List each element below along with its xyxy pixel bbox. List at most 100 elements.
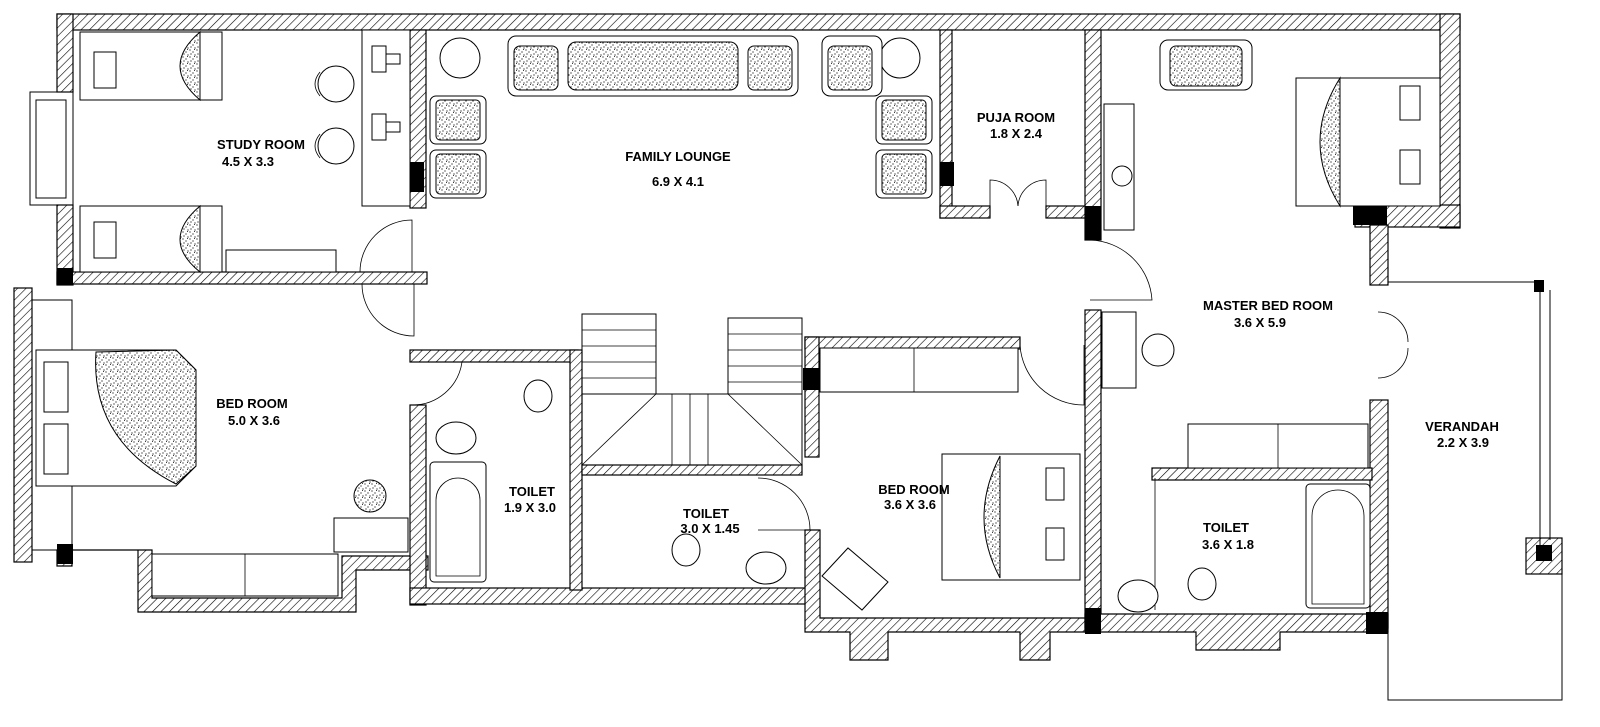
wall-bed-left	[13, 287, 33, 563]
bed-room-furniture	[35, 349, 409, 597]
stair-flight-right	[727, 317, 803, 395]
wall-bed2-left	[804, 336, 820, 458]
bathtub	[429, 461, 487, 583]
column	[1366, 612, 1388, 634]
wash-basin	[435, 421, 477, 455]
wash-basin	[745, 551, 787, 585]
wall-study-bed	[56, 271, 428, 285]
wall-toilet1-left	[409, 404, 427, 606]
room-label-study-room: STUDY ROOM	[217, 137, 305, 152]
console	[1101, 311, 1137, 389]
wall-top	[56, 13, 1461, 31]
wall-study-left-upper	[56, 13, 74, 93]
wall-stair-bottom	[581, 464, 803, 476]
wc	[523, 379, 553, 413]
column	[1536, 545, 1552, 561]
side-table	[1141, 333, 1175, 367]
room-label-toilet: TOILET	[1203, 520, 1249, 535]
room-label-toilet: TOILET	[683, 506, 729, 521]
wall-master-left	[1084, 309, 1102, 629]
room-label-bed-room: BED ROOM	[878, 482, 950, 497]
column	[1085, 206, 1101, 240]
side-table	[879, 37, 921, 79]
column	[940, 162, 954, 186]
door-verandah-bottom	[1377, 347, 1409, 379]
desk	[333, 517, 409, 553]
study-chair	[821, 547, 889, 611]
column	[410, 162, 424, 192]
wash-basin	[1117, 579, 1159, 613]
study-window-bay	[29, 91, 74, 206]
wardrobe	[819, 347, 1019, 393]
door-toilet1	[411, 361, 463, 406]
wall-toilet3-bottom	[1084, 613, 1389, 651]
room-size-toilet: 3.6 X 1.8	[1202, 537, 1254, 552]
column	[57, 268, 73, 284]
door-bed-left	[361, 283, 415, 337]
wc	[1187, 567, 1217, 601]
column	[57, 544, 73, 564]
column	[1534, 280, 1544, 292]
wall-bottom-mid	[409, 587, 811, 605]
room-size-bed-room: 3.6 X 3.6	[884, 497, 936, 512]
toilet-fixtures	[429, 379, 1371, 613]
door-study	[359, 219, 413, 273]
bed-room-center-furniture	[819, 347, 1081, 611]
study-window-inner	[35, 99, 67, 199]
side-table	[439, 37, 481, 79]
chair	[317, 65, 355, 103]
wall-puja-bottom-l	[939, 205, 991, 219]
room-size-toilet: 3.0 X 1.45	[680, 521, 739, 536]
wall-bed2-bottom	[804, 529, 1091, 661]
room-label-toilet: TOILET	[509, 484, 555, 499]
room-label-family-lounge: FAMILY LOUNGE	[625, 149, 731, 164]
bathtub	[1305, 483, 1371, 609]
room-label-verandah: VERANDAH	[1425, 419, 1499, 434]
wall-master-right	[1439, 13, 1461, 229]
room-size-verandah: 2.2 X 3.9	[1437, 435, 1489, 450]
master-furniture	[1101, 39, 1441, 469]
chair	[317, 127, 355, 165]
lounge-furniture	[429, 35, 933, 199]
room-size-puja-room: 1.8 X 2.4	[990, 126, 1043, 141]
column	[1085, 608, 1101, 634]
door-puja-right	[1017, 179, 1047, 207]
door-master	[1089, 239, 1153, 301]
wall-bed2-top	[804, 336, 1021, 350]
room-label-master-bed-room: MASTER BED ROOM	[1203, 298, 1333, 313]
study-furniture	[79, 29, 411, 274]
side-table	[353, 479, 387, 513]
column	[803, 368, 819, 390]
room-label-puja-room: PUJA ROOM	[977, 110, 1055, 125]
stair-landing	[581, 393, 803, 466]
doors	[359, 179, 1409, 610]
room-label-bed-room: BED ROOM	[216, 396, 288, 411]
verandah-bottom-edge	[1387, 574, 1563, 701]
room-labels: STUDY ROOM 4.5 X 3.3 FAMILY LOUNGE 6.9 X…	[216, 110, 1499, 552]
room-size-study-room: 4.5 X 3.3	[222, 154, 274, 169]
room-size-family-lounge: 6.9 X 4.1	[652, 174, 704, 189]
verandah-edge	[1388, 281, 1541, 545]
walls	[13, 13, 1563, 661]
desk	[225, 249, 337, 273]
stair-flight-left	[581, 313, 657, 395]
wall-toilet1-right	[569, 349, 583, 591]
wc	[671, 533, 701, 567]
room-size-bed-room: 5.0 X 3.6	[228, 413, 280, 428]
verandah-outline	[1387, 281, 1563, 701]
wall-master-verandah-lower	[1369, 399, 1389, 629]
wall-toilet3-top	[1151, 467, 1373, 481]
wall-master-verandah-upper	[1369, 224, 1389, 286]
door-bed-center	[1019, 344, 1085, 406]
room-size-master-bed-room: 3.6 X 5.9	[1234, 315, 1286, 330]
column	[1353, 205, 1387, 225]
wall-toilet1-top	[409, 349, 579, 363]
columns	[57, 162, 1552, 634]
staircase	[581, 313, 803, 466]
room-size-toilet: 1.9 X 3.0	[504, 500, 556, 515]
door-puja-left	[989, 179, 1019, 207]
door-verandah-top	[1377, 311, 1409, 343]
door-toilet2	[757, 477, 811, 531]
wall-puja-left	[939, 29, 953, 219]
